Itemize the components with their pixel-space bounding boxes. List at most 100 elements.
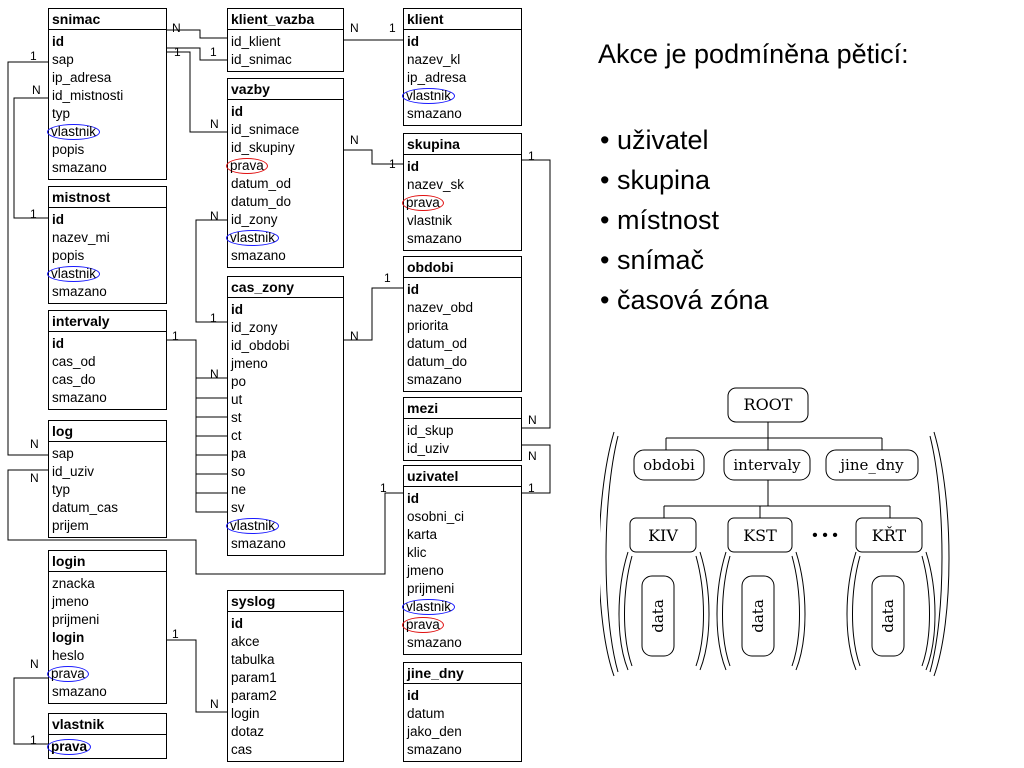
field-datum-od: datum_od [404,335,521,353]
field-id: id [49,211,166,229]
field-label: id_klient [231,34,281,49]
field-label: param2 [231,688,277,703]
relation-line [165,47,227,61]
field-label: sap [52,52,74,67]
field-datum-do: datum_do [404,353,521,371]
table-title: vazby [228,79,343,100]
tree-node-label: KIV [648,526,678,545]
tree-node [629,517,697,553]
cardinality-many: N [30,657,39,671]
cardinality-one: 1 [380,481,387,495]
field-id-snimace: id_snimace [228,121,343,139]
relation-line [165,639,227,713]
cardinality-one: 1 [210,311,217,325]
field-label: id_snimac [231,52,292,67]
field-klic: klic [404,544,521,562]
field-jmeno: jmeno [404,562,521,580]
field-ip-adresa: ip_adresa [49,69,166,87]
field-label: ut [231,392,243,407]
condition-item: skupina [600,160,769,200]
tree-node-label: jine_dny [838,456,904,474]
field-label: prava [402,195,444,211]
field-label: jmeno [407,563,444,578]
field-label: ip_adresa [52,70,112,85]
field-label: id [231,104,243,119]
relation-line [342,149,403,165]
relation-line [165,29,227,39]
field-smazano: smazano [49,389,166,407]
cardinality-many: N [528,449,537,463]
field-id-obdobi: id_obdobi [228,337,343,355]
cardinality-one: 1 [384,271,391,285]
field-vlastnik: vlastnik [226,229,343,247]
table-title: cas_zony [228,277,343,298]
hierarchy-tree: ROOT obdobi intervaly jine_dny KIV KST K… [600,387,950,677]
field-smazano: smazano [404,230,521,248]
field-po: po [228,373,343,391]
field-ct: ct [228,427,343,445]
relation-line [13,97,48,219]
table-title: intervaly [49,311,166,332]
field-label: nazev_obd [407,300,474,315]
field-label: smazano [231,536,286,551]
field-label: datum_cas [52,500,119,515]
field-label: pa [231,446,247,461]
cardinality-many: N [350,21,359,35]
field-prava: prava [402,616,521,634]
cardinality-many: N [32,83,41,97]
field-vlastnik: vlastnik [47,265,166,283]
field-jmeno: jmeno [49,593,166,611]
table-title: klient_vazba [228,9,343,30]
field-param1: param1 [228,669,343,687]
relation-line [165,339,227,513]
cardinality-one: 1 [174,45,181,59]
field-label: cas_do [52,372,96,387]
field-login: login [49,629,166,647]
tree-root-label: ROOT [744,395,793,414]
field-label: prava [226,158,268,174]
field-label: id [231,302,243,317]
field-label: karta [407,527,438,542]
field-label: id_zony [231,212,278,227]
tree-leaf [741,575,775,657]
field-label: datum [407,706,445,721]
tree-node [633,449,705,481]
field-vlastnik: vlastnik [404,212,521,230]
field-typ: typ [49,481,166,499]
field-label: smazano [407,372,462,387]
tree-node-label: intervaly [733,456,801,474]
field-label: klic [407,545,427,560]
field-smazano: smazano [228,247,343,265]
field-label: id [52,336,64,351]
cardinality-one: 1 [528,149,535,163]
field-vlastnik: vlastnik [402,598,521,616]
tree-node-label: obdobi [643,456,695,474]
tree-leaf-label: data [879,599,897,633]
cardinality-many: N [350,329,359,343]
field-label: id [52,34,64,49]
cardinality-many: N [528,413,537,427]
field-id: id [49,335,166,353]
field-label: sv [231,500,245,515]
field-sap: sap [49,51,166,69]
field-label: vlastnik [226,230,280,246]
table-title: skupina [404,134,521,155]
field-st: st [228,409,343,427]
tree-leaf-label: data [749,599,767,633]
field-vlastnik: vlastnik [226,517,343,535]
conditions-title: Akce je podmíněna pěticí: [598,39,909,69]
field-label: st [231,410,242,425]
field-label: ct [231,428,242,443]
relation-line [13,677,48,745]
cardinality-many: N [172,21,181,35]
field-label: nazev_kl [407,52,461,67]
cardinality-many: N [210,209,219,223]
field-label: param1 [231,670,277,685]
relation-line [7,469,403,575]
cardinality-one: 1 [389,21,396,35]
field-label: id_uziv [407,441,450,456]
field-label: smazano [52,684,107,699]
